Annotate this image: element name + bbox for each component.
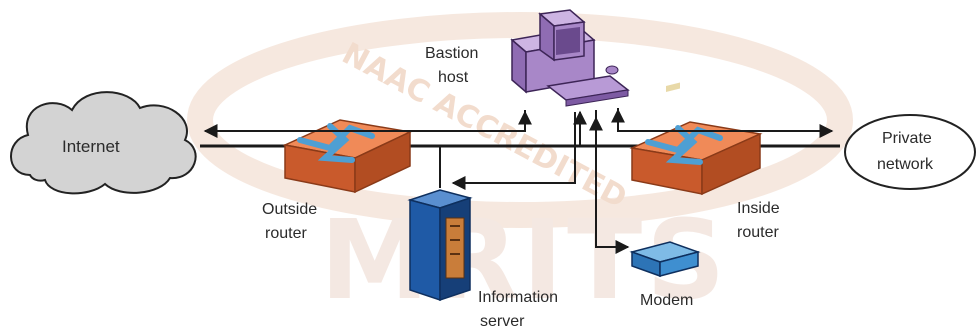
private-network-label-line2: network [877,156,934,173]
outside-router-label-line2: router [265,225,307,242]
connections [203,108,834,254]
bastion-host-node: Bastion host [425,9,630,107]
information-server-node: Information server [407,189,558,329]
modem-node: Modem [629,82,701,309]
bastion-host-label-line1: Bastion [425,45,478,62]
information-server-label-line1: Information [478,289,558,306]
arrow-to-information-server [451,112,576,190]
information-server-label-line2: server [480,313,525,329]
server-tower-icon [407,189,473,302]
modem-icon [629,82,701,278]
computer-icon [510,9,630,107]
outside-router-label-line1: Outside [262,201,317,218]
ellipse-icon [844,114,976,190]
private-network-label-line1: Private [882,130,932,147]
cloud-icon [10,91,197,195]
inside-router-label-line1: Inside [737,200,780,217]
arrow-to-modem [595,110,630,254]
inside-router-label-line2: router [737,224,779,241]
bastion-host-label-line2: host [438,69,469,86]
internet-node: Internet [10,91,197,195]
modem-label: Modem [640,292,693,309]
internet-label: Internet [62,137,120,156]
private-network-node: Private network [844,114,976,190]
